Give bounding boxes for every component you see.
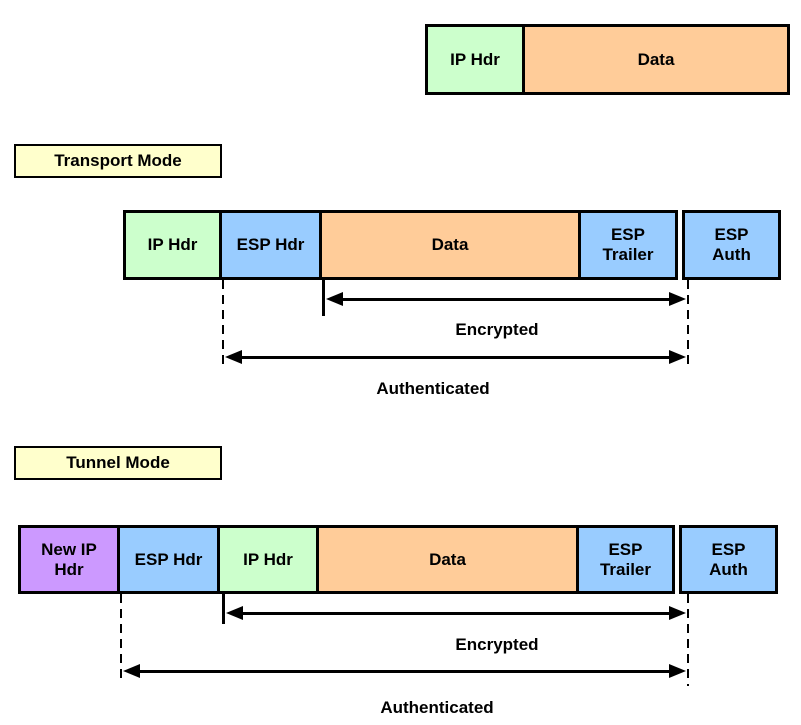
segment-esp-trailer: ESP Trailer [576, 525, 675, 594]
arrow-shaft [238, 356, 673, 359]
transport-authenticated-range-arrow [225, 350, 686, 365]
transport-right-boundary-dashed-line [687, 280, 689, 370]
tunnel-authenticated-start-dashed-line [120, 594, 122, 682]
tunnel-encrypted-label: Encrypted [455, 635, 539, 654]
segment-data: Data [316, 525, 579, 594]
segment-data: Data [319, 210, 581, 280]
arrow-shaft [239, 612, 673, 615]
transport-encrypted-range-arrow [326, 292, 686, 307]
transport-authenticated-start-dashed-line [222, 280, 224, 370]
original-ip-packet: IP Hdr Data [425, 24, 790, 95]
segment-ip-hdr: IP Hdr [425, 24, 525, 95]
tunnel-mode-title: Tunnel Mode [14, 446, 222, 480]
segment-ip-hdr: IP Hdr [217, 525, 319, 594]
tunnel-authenticated-label: Authenticated [380, 698, 494, 717]
segment-esp-hdr: ESP Hdr [117, 525, 220, 594]
segment-esp-trailer: ESP Trailer [578, 210, 678, 280]
segment-esp-hdr: ESP Hdr [219, 210, 322, 280]
segment-data: Data [522, 24, 790, 95]
arrow-shaft [339, 298, 673, 301]
transport-encrypted-start-tick [322, 280, 325, 316]
tunnel-encrypted-range-arrow [226, 606, 686, 621]
segment-esp-auth: ESP Auth [679, 525, 778, 594]
segment-ip-hdr: IP Hdr [123, 210, 222, 280]
transport-mode-packet: IP Hdr ESP Hdr Data ESP Trailer ESP Auth [123, 210, 781, 280]
tunnel-encrypted-start-tick [222, 594, 225, 624]
tunnel-right-boundary-dashed-line [687, 594, 689, 686]
segment-new-ip-hdr: New IP Hdr [18, 525, 120, 594]
arrow-shaft [136, 670, 673, 673]
segment-esp-auth: ESP Auth [682, 210, 781, 280]
transport-mode-title: Transport Mode [14, 144, 222, 178]
tunnel-mode-packet: New IP Hdr ESP Hdr IP Hdr Data ESP Trail… [18, 525, 778, 594]
transport-encrypted-label: Encrypted [455, 320, 539, 339]
transport-authenticated-label: Authenticated [376, 379, 490, 398]
tunnel-authenticated-range-arrow [123, 664, 686, 679]
